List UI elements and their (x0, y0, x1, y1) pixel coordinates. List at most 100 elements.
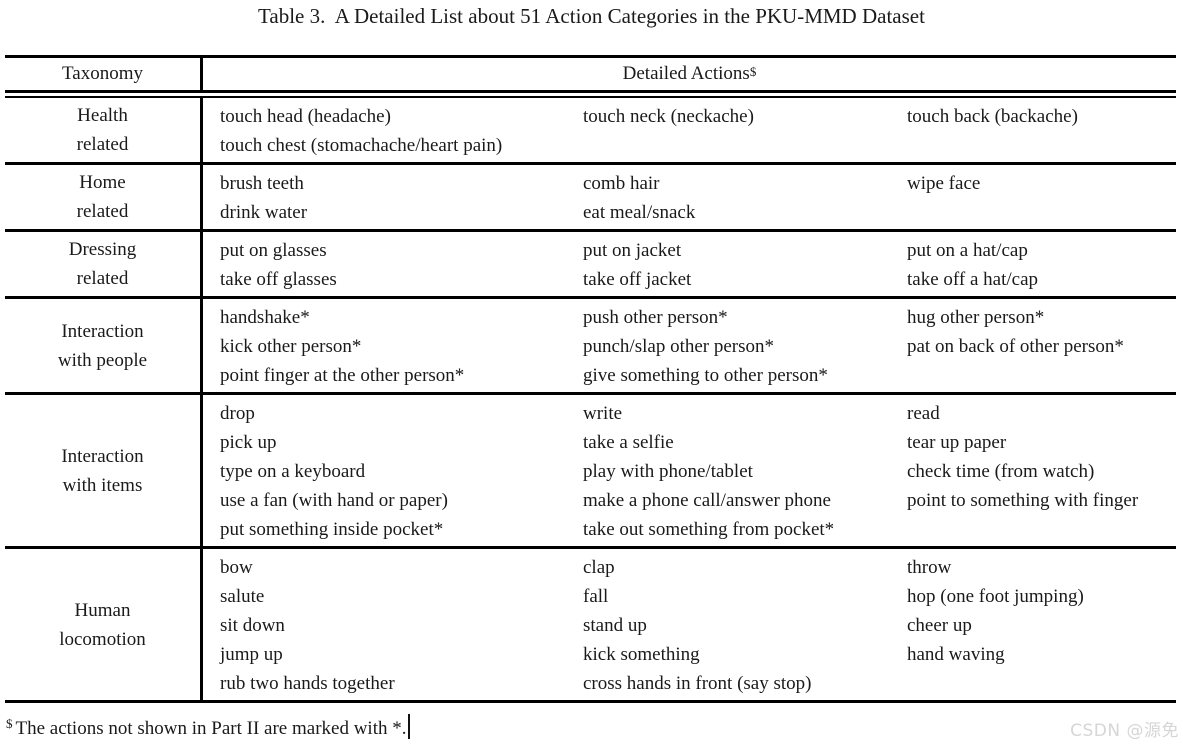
action-item: touch head (headache) (220, 106, 391, 127)
text-cursor (408, 714, 411, 739)
action-item: point to something with finger (907, 490, 1139, 511)
action-item: take a selfie (583, 432, 674, 453)
action-item: play with phone/tablet (583, 461, 753, 482)
action-item: fall (583, 586, 609, 607)
taxonomy-line: Interaction (61, 445, 144, 467)
action-item: pick up (220, 432, 277, 453)
action-item: jump up (220, 644, 283, 665)
header-double-rule (5, 90, 1176, 98)
action-item: take out something from pocket* (583, 519, 835, 540)
taxonomy-cell: Interaction with people (5, 299, 203, 392)
action-item: bow (220, 557, 253, 578)
action-column: hug other person* pat on back of other pe… (907, 303, 1176, 390)
action-item: take off a hat/cap (907, 269, 1038, 290)
action-item: touch chest (stomachache/heart pain) (220, 135, 503, 156)
taxonomy-cell: Dressing related (5, 232, 203, 296)
action-item: touch back (backache) (907, 106, 1078, 127)
taxonomy-line: Home (79, 172, 126, 193)
action-column: put on a hat/cap take off a hat/cap (907, 236, 1176, 294)
action-column: touch head (headache) touch chest (stomac… (203, 102, 583, 160)
taxonomy-line: with people (57, 349, 148, 371)
action-item: give something to other person* (583, 365, 828, 386)
taxonomy-line: Interaction (61, 320, 144, 342)
action-item: check time (from watch) (907, 461, 1095, 482)
taxonomy-line: locomotion (59, 628, 146, 650)
table-header-row: Taxonomy Detailed Actions$ (5, 58, 1176, 90)
taxonomy-cell: Home related (5, 165, 203, 229)
action-column: put on jacket take off jacket (583, 236, 907, 294)
action-item: drop (220, 403, 255, 424)
action-column: touch neck (neckache) (583, 102, 907, 160)
action-item: make a phone call/answer phone (583, 490, 831, 511)
action-item: throw (907, 557, 952, 578)
header-detailed-actions-label: Detailed Actions (622, 63, 750, 84)
footnote-superscript: $ (6, 716, 13, 731)
watermark: CSDN @源免 (1070, 721, 1179, 741)
action-column: comb hair eat meal/snack (583, 169, 907, 227)
footnote-text: The actions not shown in Part II are mar… (15, 718, 407, 739)
action-item: pat on back of other person* (907, 336, 1124, 357)
action-item: hug other person* (907, 307, 1045, 328)
taxonomy-cell: Human locomotion (5, 549, 203, 700)
action-item: take off glasses (220, 269, 337, 290)
header-detailed-actions: Detailed Actions$ (203, 58, 1176, 90)
action-item: put on a hat/cap (907, 240, 1028, 261)
action-item: wipe face (907, 173, 981, 194)
action-item: kick other person* (220, 336, 362, 357)
taxonomy-line: related (76, 268, 129, 289)
action-item: type on a keyboard (220, 461, 366, 482)
action-item: cheer up (907, 615, 972, 636)
table-caption: Table 3. A Detailed List about 51 Action… (258, 4, 925, 28)
taxonomy-line: Health (77, 105, 128, 126)
action-item: hop (one foot jumping) (907, 586, 1084, 607)
action-item: put on jacket (583, 240, 682, 261)
action-item: punch/slap other person* (583, 336, 775, 357)
action-item: touch neck (neckache) (583, 106, 754, 127)
action-item: clap (583, 557, 615, 578)
actions-table: Taxonomy Detailed Actions$ Health related… (5, 55, 1176, 703)
taxonomy-cell: Interaction with items (5, 395, 203, 546)
action-item: eat meal/snack (583, 202, 696, 223)
action-item: put on glasses (220, 240, 327, 261)
table-row: Interaction with people handshake* kick oth… (5, 299, 1176, 395)
taxonomy-line: related (76, 134, 129, 155)
table-row: Human locomotion bow salute sit down jump up r… (5, 549, 1176, 703)
footnote: $The actions not shown in Part II are ma… (6, 714, 411, 740)
action-item: handshake* (220, 307, 310, 328)
table-row: Dressing related put on glasses take off gl… (5, 232, 1176, 299)
action-item: use a fan (with hand or paper) (220, 490, 448, 511)
action-column: handshake* kick other person* point finger… (203, 303, 583, 390)
action-item: read (907, 403, 940, 424)
action-item: point finger at the other person* (220, 365, 465, 386)
action-column: wipe face (907, 169, 1176, 227)
header-detailed-actions-superscript: $ (749, 64, 757, 79)
taxonomy-line: related (76, 201, 129, 222)
actions-cell: touch head (headache) touch chest (stomac… (203, 98, 1176, 162)
action-column: touch back (backache) (907, 102, 1176, 160)
taxonomy-line: Dressing (68, 239, 137, 260)
action-column: put on glasses take off glasses (203, 236, 583, 294)
table-row: Interaction with items drop pick up type on … (5, 395, 1176, 549)
action-item: salute (220, 586, 265, 607)
action-item: sit down (220, 615, 285, 636)
taxonomy-line: with items (62, 474, 143, 496)
action-column: push other person*punch/slap other perso… (583, 303, 907, 390)
action-item: cross hands in front (say stop) (583, 673, 812, 694)
action-column: drop pick up type on a keyboard use a fan (… (203, 399, 583, 544)
action-column: bow salute sit down jump up rub two hands to… (203, 553, 583, 698)
taxonomy-line: Human (74, 599, 131, 621)
action-item: take off jacket (583, 269, 692, 290)
action-item: put something inside pocket* (220, 519, 444, 540)
taxonomy-cell: Health related (5, 98, 203, 162)
header-taxonomy: Taxonomy (5, 58, 203, 90)
action-item: comb hair (583, 173, 660, 194)
action-item: rub two hands together (220, 673, 395, 694)
